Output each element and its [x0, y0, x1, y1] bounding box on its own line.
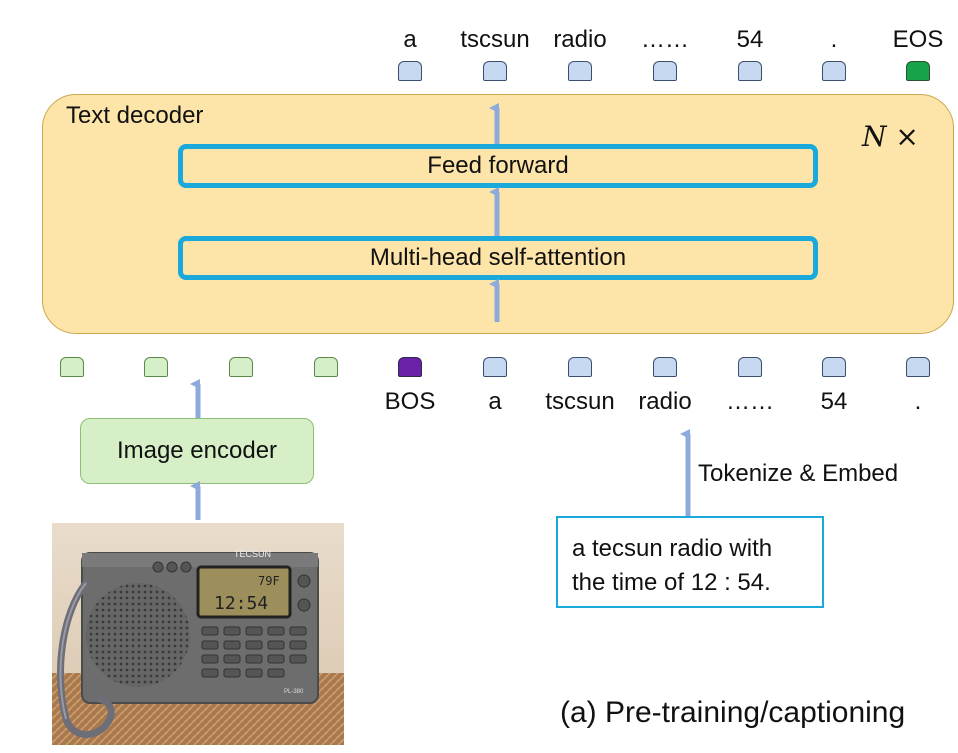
input-token-box [738, 357, 762, 377]
input-token-label: BOS [384, 388, 436, 415]
input-token-label: 54 [820, 388, 848, 415]
input-token-box [568, 357, 592, 377]
image-encoder-block: Image encoder [80, 418, 314, 484]
output-token-label: 54 [736, 26, 764, 53]
output-token-label: tscsun [460, 26, 530, 53]
input-token-box [653, 357, 677, 377]
output-token-label: EOS [892, 26, 944, 53]
self-attention-block: Multi-head self-attention [178, 236, 818, 280]
repeat-label: N × [862, 120, 919, 153]
bos-token-box [398, 357, 422, 377]
output-token-box [822, 61, 846, 81]
output-token-label: . [830, 26, 838, 53]
input-token-box [906, 357, 930, 377]
output-token-box [738, 61, 762, 81]
input-token-label: tscsun [545, 388, 615, 415]
output-token-box [398, 61, 422, 81]
radio-model-text: PL-380 [284, 689, 304, 695]
radio-brand-text: TECSUN [234, 549, 271, 559]
image-embedding-box [229, 357, 253, 377]
output-token-label: radio [553, 26, 607, 53]
image-embedding-box [314, 357, 338, 377]
tokenize-embed-label: Tokenize & Embed [698, 460, 899, 487]
caption-text-box: a tecsun radio with the time of 12 : 54. [556, 516, 824, 608]
text-decoder-title: Text decoder [66, 102, 204, 129]
input-token-label: . [914, 388, 922, 415]
image-embedding-box [144, 357, 168, 377]
input-token-label: …… [726, 388, 774, 415]
input-token-box [822, 357, 846, 377]
feed-forward-block: Feed forward [178, 144, 818, 188]
input-token-label: a [488, 388, 502, 415]
output-token-box [653, 61, 677, 81]
figure-caption: (a) Pre-training/captioning [560, 696, 906, 729]
output-token-label: a [403, 26, 417, 53]
input-token-label: radio [638, 388, 692, 415]
eos-token-box [906, 61, 930, 81]
radio-time-text: 12:54 [214, 593, 268, 614]
output-token-box [483, 61, 507, 81]
radio-photo: TECSUN 79F 12:54 PL-380 [52, 523, 344, 745]
radio-temp-text: 79F [258, 574, 280, 588]
caption-line: a tecsun radio with [572, 535, 773, 562]
output-token-box [568, 61, 592, 81]
caption-line: the time of 12 : 54. [572, 569, 771, 596]
output-token-label: …… [641, 26, 689, 53]
image-embedding-box [60, 357, 84, 377]
input-token-box [483, 357, 507, 377]
